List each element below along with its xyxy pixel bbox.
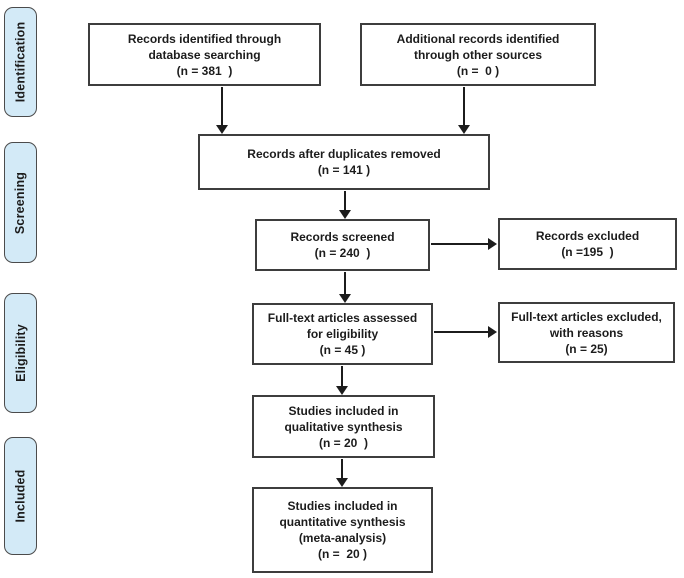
arrow-screened-to-fulltext	[344, 272, 346, 295]
arrowhead-right-icon	[488, 238, 497, 250]
arrowhead-down-icon	[339, 294, 351, 303]
stage-label-included: Included	[4, 437, 37, 555]
text-line: Full-text articles excluded,	[511, 309, 662, 324]
box-records-identified: Records identified through database sear…	[88, 23, 321, 86]
arrow-identified-to-duplicates	[221, 87, 223, 126]
stage-label-text: Included	[13, 469, 28, 523]
arrowhead-down-icon	[336, 386, 348, 395]
text-line: Full-text articles assessed	[267, 311, 418, 325]
text-line: Records screened	[290, 230, 395, 244]
text-line: (n = 20 )	[317, 547, 367, 561]
text-line: through other sources	[413, 47, 542, 62]
box-quantitative-synthesis: Studies included in quantitative synthes…	[252, 487, 433, 573]
text-line: (n =195 )	[561, 245, 614, 259]
box-qualitative-synthesis: Studies included in qualitative synthesi…	[252, 395, 435, 458]
text-line: (n = 20 )	[318, 435, 368, 450]
arrowhead-down-icon	[216, 125, 228, 134]
box-records-screened: Records screened (n = 240 )	[255, 219, 430, 271]
arrowhead-right-icon	[488, 326, 497, 338]
box-fulltext-assessed: Full-text articles assessed for eligibil…	[252, 303, 433, 365]
text-line: Studies included in	[287, 499, 398, 513]
text-line: Studies included in	[288, 403, 399, 418]
arrow-fulltext-to-excluded	[434, 331, 489, 333]
text-line: Records excluded	[535, 229, 640, 243]
text-line: (n = 240 )	[314, 246, 371, 260]
text-line: (n = 141 )	[317, 163, 371, 177]
text-line: for eligibility	[306, 327, 379, 341]
text-line: quantitative synthesis	[279, 515, 406, 529]
text-line: Additional records identified	[396, 31, 560, 46]
stage-label-text: Identification	[13, 21, 28, 103]
arrow-fulltext-to-qualitative	[341, 366, 343, 387]
box-records-excluded: Records excluded (n =195 )	[498, 218, 677, 270]
text-line: (n = 45 )	[319, 343, 366, 357]
text-line: (n = 0 )	[456, 63, 500, 78]
arrowhead-down-icon	[336, 478, 348, 487]
arrowhead-down-icon	[339, 210, 351, 219]
text-line: database searching	[148, 47, 261, 62]
stage-label-identification: Identification	[4, 7, 37, 117]
text-line: Records after duplicates removed	[247, 147, 441, 161]
arrow-duplicates-to-screened	[344, 191, 346, 211]
arrow-screened-to-excluded	[431, 243, 489, 245]
box-duplicates-removed: Records after duplicates removed (n = 14…	[198, 134, 490, 190]
stage-label-eligibility: Eligibility	[4, 293, 37, 413]
text-line: qualitative synthesis	[284, 419, 403, 434]
stage-label-screening: Screening	[4, 142, 37, 263]
text-line: Records identified through	[127, 31, 282, 46]
text-line: (n = 25)	[565, 341, 608, 356]
text-line: (meta-analysis)	[298, 531, 387, 545]
arrowhead-down-icon	[458, 125, 470, 134]
arrow-additional-to-duplicates	[463, 87, 465, 126]
text-line: (n = 381 )	[176, 63, 233, 78]
stage-label-text: Eligibility	[13, 324, 28, 382]
box-fulltext-excluded: Full-text articles excluded, with reason…	[498, 302, 675, 363]
text-line: with reasons	[549, 325, 624, 340]
stage-label-text: Screening	[13, 171, 28, 234]
arrow-qualitative-to-quantitative	[341, 459, 343, 479]
box-additional-records: Additional records identified through ot…	[360, 23, 596, 86]
